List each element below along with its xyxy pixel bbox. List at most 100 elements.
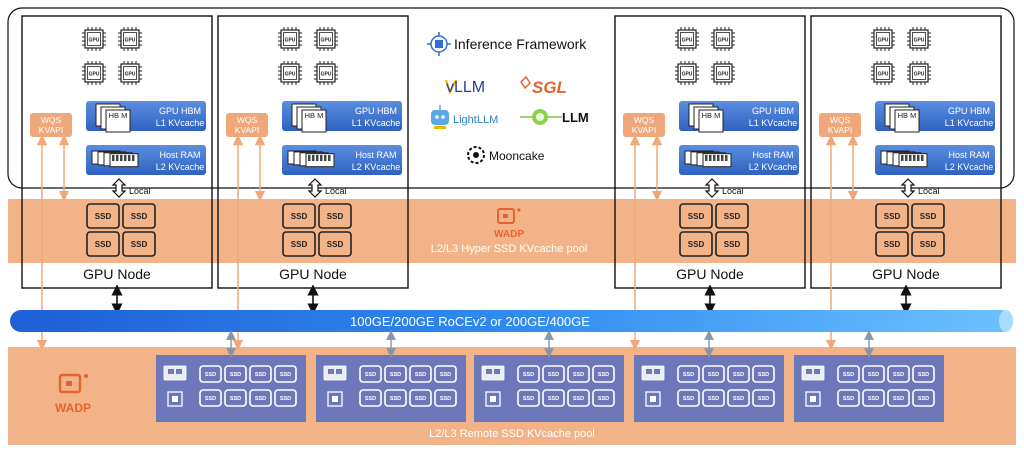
svg-text:SSD: SSD — [230, 396, 241, 402]
svg-text:GPU: GPU — [285, 72, 296, 78]
gpu-chip-icon: GPU — [278, 27, 302, 51]
svg-text:SSD: SSD — [758, 372, 769, 378]
server-frame — [474, 355, 624, 422]
remote-ssd-icon: SSD — [567, 365, 590, 383]
svg-text:SSD: SSD — [255, 396, 266, 402]
svg-text:SSD: SSD — [688, 240, 705, 249]
svg-text:SSD: SSD — [683, 396, 694, 402]
svg-text:SSD: SSD — [573, 372, 584, 378]
local-ssd-icon: SSD — [282, 231, 316, 257]
hyper-pool-brand: WADP — [494, 229, 524, 240]
svg-text:GPU: GPU — [125, 72, 136, 78]
svg-text:SSD: SSD — [280, 396, 291, 402]
svg-text:SSD: SSD — [884, 240, 901, 249]
remote-pool-brand: WADP — [55, 401, 91, 415]
gpu-chip-icon: GPU — [871, 61, 895, 85]
svg-text:SSD: SSD — [230, 372, 241, 378]
local-ssd-icon: SSD — [86, 203, 120, 229]
ram-l2-box: Host RAM L2 KVcache — [875, 145, 995, 175]
local-ssd-icon: SSD — [282, 203, 316, 229]
remote-ssd-icon: SSD — [517, 365, 540, 383]
svg-text:GPU: GPU — [718, 72, 729, 78]
nic-card-icon — [641, 365, 665, 381]
svg-text:SSD: SSD — [724, 240, 741, 249]
remote-ssd-icon: SSD — [249, 365, 272, 383]
svg-text:GPU: GPU — [321, 72, 332, 78]
svg-text:SSD: SSD — [598, 372, 609, 378]
svg-text:SSD: SSD — [688, 212, 705, 221]
kvapi-label: KVAPI — [828, 125, 852, 135]
cpu-chip-icon — [485, 391, 501, 407]
lightllm-logo — [431, 105, 449, 129]
remote-ssd-icon: SSD — [862, 365, 885, 383]
l1-kvcache-label: L1 KVcache — [156, 118, 205, 128]
svg-text:SSD: SSD — [893, 372, 904, 378]
svg-text:GPU: GPU — [718, 38, 729, 44]
ram-label: Host RAM — [948, 150, 989, 160]
gpu-chip-icon: GPU — [907, 27, 931, 51]
svg-text:GPU: GPU — [682, 72, 693, 78]
cpu-chip-icon — [327, 391, 343, 407]
gpu-chip-icon: GPU — [871, 27, 895, 51]
remote-ssd-icon: SSD — [542, 365, 565, 383]
wqs-label: WQS — [634, 115, 655, 125]
cpu-chip-icon — [167, 391, 183, 407]
svg-text:SSD: SSD — [365, 396, 376, 402]
ram-label: Host RAM — [355, 150, 396, 160]
remote-ssd-icon: SSD — [862, 389, 885, 407]
svg-text:SSD: SSD — [131, 212, 148, 221]
svg-text:SSD: SSD — [893, 396, 904, 402]
network-label: 100GE/200GE RoCEv2 or 200GE/400GE — [350, 314, 590, 329]
remote-ssd-icon: SSD — [224, 389, 247, 407]
wqs-label: WQS — [830, 115, 851, 125]
svg-text:SSD: SSD — [548, 396, 559, 402]
svg-text:SSD: SSD — [390, 396, 401, 402]
remote-ssd-icon: SSD — [887, 365, 910, 383]
remote-ssd-icon: SSD — [359, 389, 382, 407]
svg-text:GPU: GPU — [914, 38, 925, 44]
server-frame — [794, 355, 944, 422]
remote-ssd-icon: SSD — [752, 365, 775, 383]
svg-text:SSD: SSD — [884, 212, 901, 221]
svg-text:SSD: SSD — [440, 372, 451, 378]
svg-text:SSD: SSD — [523, 396, 534, 402]
sgl-logo — [520, 75, 531, 90]
svg-text:SSD: SSD — [548, 372, 559, 378]
svg-text:SSD: SSD — [365, 372, 376, 378]
svg-text:SSD: SSD — [683, 372, 694, 378]
gpu-chip-icon: GPU — [675, 61, 699, 85]
vllm-logo — [445, 79, 457, 95]
remote-ssd-icon: SSD — [592, 389, 615, 407]
local-ssd-icon: SSD — [679, 203, 713, 229]
llm-logo-icon — [520, 109, 562, 125]
local-ssd-icon: SSD — [875, 203, 909, 229]
svg-text:SSD: SSD — [920, 240, 937, 249]
remote-ssd-icon: SSD — [224, 365, 247, 383]
remote-ssd-icon: SSD — [702, 389, 725, 407]
hbm-chip-label: HB M — [898, 111, 917, 120]
server-frame — [316, 355, 466, 422]
gpu-node-label: GPU Node — [279, 266, 347, 282]
svg-text:SSD: SSD — [918, 396, 929, 402]
remote-ssd-icon: SSD — [199, 389, 222, 407]
svg-text:SSD: SSD — [327, 240, 344, 249]
remote-ssd-icon: SSD — [409, 389, 432, 407]
l2-kvcache-label: L2 KVcache — [945, 162, 994, 172]
gpu-chip-icon: GPU — [711, 27, 735, 51]
remote-ssd-icon: SSD — [409, 365, 432, 383]
local-ssd-icon: SSD — [911, 231, 945, 257]
svg-text:GPU: GPU — [321, 38, 332, 44]
gpu-node-label: GPU Node — [676, 266, 744, 282]
svg-text:SSD: SSD — [523, 372, 534, 378]
cpu-chip-icon — [805, 391, 821, 407]
